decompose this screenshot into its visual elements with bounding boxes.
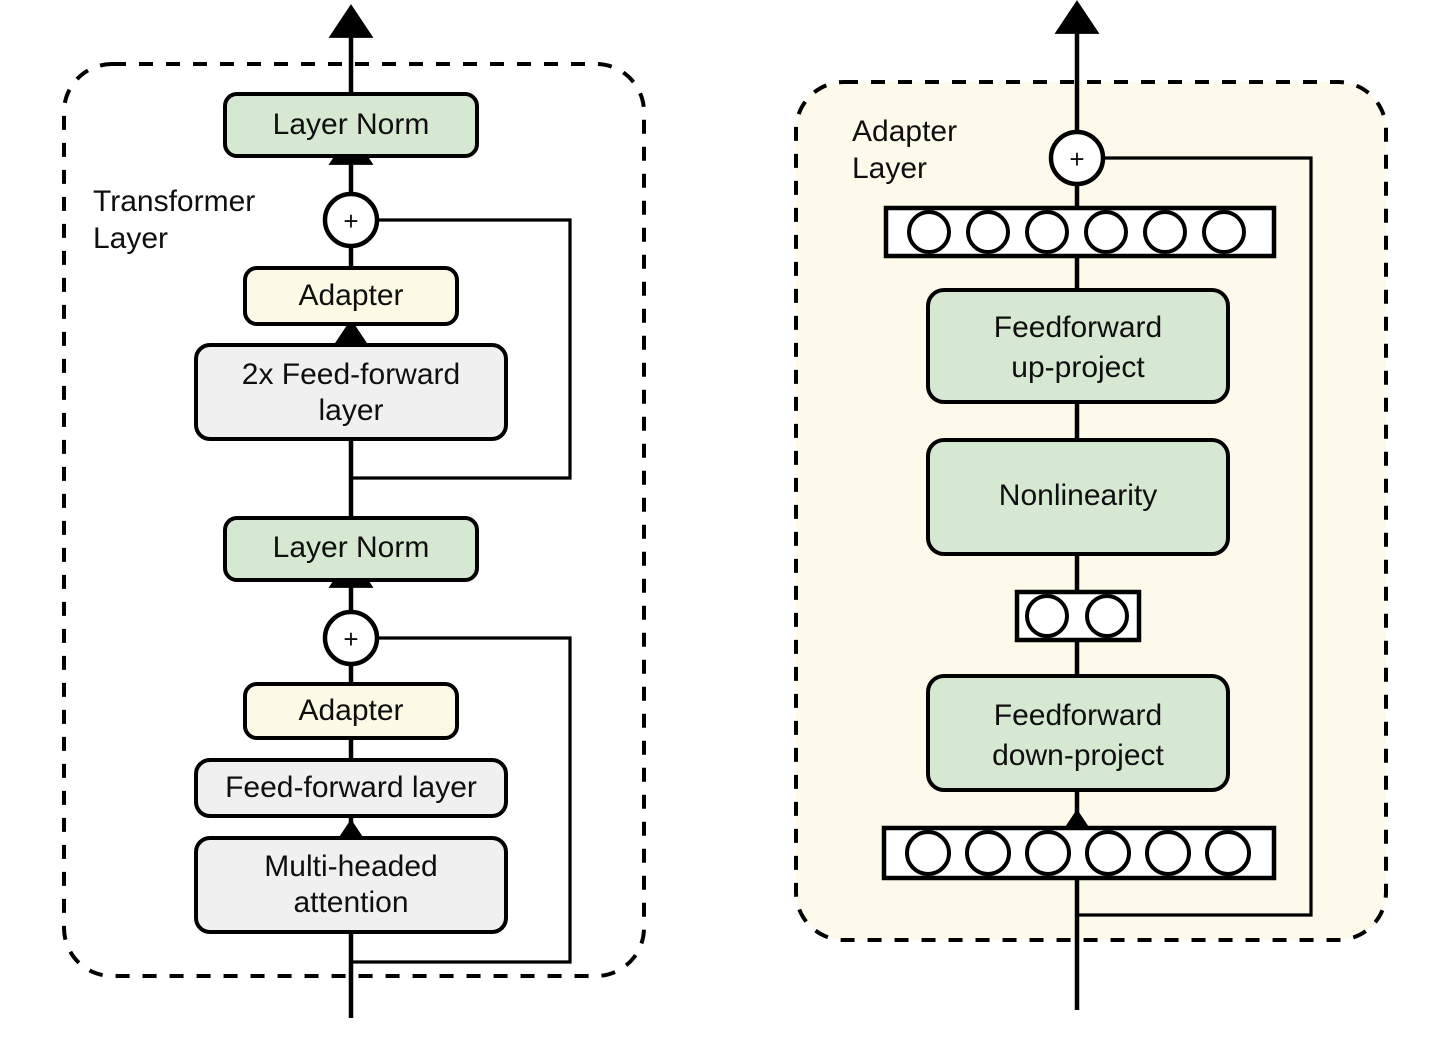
- layer-norm-mid-box: [223, 516, 479, 582]
- vector-output[interactable]: [883, 205, 1277, 259]
- nonlinearity-box: [926, 438, 1230, 556]
- ff-layer-label: Feed-forward layer: [225, 771, 477, 804]
- node-nonlinearity[interactable]: Nonlinearity: [926, 438, 1230, 556]
- output-unit-4: [1084, 210, 1128, 254]
- bottleneck-unit-1: [1025, 594, 1069, 638]
- adapter-top-label: Adapter: [298, 279, 403, 312]
- node-feedforward-down-project[interactable]: Feedforward down-project: [926, 674, 1230, 792]
- ff-down-project-label-line1: Feedforward: [994, 699, 1162, 732]
- ff-2x-label-line2: layer: [318, 394, 383, 427]
- node-multi-headed-attention[interactable]: Multi-headed attention: [194, 836, 508, 934]
- nonlinearity-label: Nonlinearity: [999, 479, 1157, 512]
- node-layer-norm-mid[interactable]: Layer Norm: [223, 516, 479, 582]
- bottleneck-unit-2: [1085, 594, 1129, 638]
- adapter-bottom-label: Adapter: [298, 694, 403, 727]
- add-bottom-circle: [322, 609, 380, 667]
- input-unit-5: [1145, 830, 1191, 876]
- add-top-symbol: +: [343, 206, 358, 236]
- adapter-residual-skip: [1077, 156, 1313, 917]
- operator-add-top[interactable]: +: [322, 191, 380, 249]
- residual-skip-bottom: [351, 636, 572, 964]
- multi-head-attn-label-line1: Multi-headed: [264, 850, 437, 883]
- input-unit-3: [1025, 830, 1071, 876]
- add-top-circle: [322, 191, 380, 249]
- input-unit-2: [965, 830, 1011, 876]
- ff-up-project-label-line1: Feedforward: [994, 311, 1162, 344]
- output-unit-5: [1143, 210, 1187, 254]
- vector-bottleneck[interactable]: [1014, 589, 1142, 643]
- multi-head-attn-label-line2: attention: [293, 886, 408, 919]
- adapter-layer-label-line1: Adapter: [852, 115, 957, 148]
- input-unit-6: [1205, 830, 1251, 876]
- residual-skip-top: [351, 218, 572, 480]
- node-adapter-bottom[interactable]: Adapter: [243, 682, 459, 740]
- transformer-layer-label-line2: Layer: [93, 222, 168, 255]
- ff-up-project-box: [926, 288, 1230, 404]
- left-panel-transformer-layer: Transformer Layer Layer Norm: [62, 4, 646, 1018]
- ff-down-project-box: [926, 674, 1230, 792]
- input-unit-4: [1085, 830, 1131, 876]
- node-2x-feed-forward-layer[interactable]: 2x Feed-forward layer: [194, 343, 508, 441]
- add-bottom-symbol: +: [343, 624, 358, 654]
- ff-up-project-label-line2: up-project: [1011, 351, 1145, 384]
- layer-norm-top-box: [223, 92, 479, 158]
- right-panel-adapter-layer: Adapter Layer: [794, 0, 1388, 1010]
- node-layer-norm-top[interactable]: Layer Norm: [223, 92, 479, 158]
- adapter-layer-label-line2: Layer: [852, 152, 927, 185]
- ff-layer-box: [194, 758, 508, 818]
- output-unit-3: [1025, 210, 1069, 254]
- node-feed-forward-layer[interactable]: Feed-forward layer: [194, 758, 508, 818]
- operator-add-adapter[interactable]: +: [1048, 129, 1106, 187]
- add-adapter-circle: [1048, 129, 1106, 187]
- output-unit-2: [966, 210, 1010, 254]
- ff-down-project-label-line2: down-project: [992, 739, 1164, 772]
- node-feedforward-up-project[interactable]: Feedforward up-project: [926, 288, 1230, 404]
- transformer-layer-label-line1: Transformer: [93, 185, 255, 218]
- add-adapter-symbol: +: [1069, 144, 1084, 174]
- node-adapter-top[interactable]: Adapter: [243, 266, 459, 326]
- adapter-top-box: [243, 266, 459, 326]
- operator-add-bottom[interactable]: +: [322, 609, 380, 667]
- input-unit-1: [905, 830, 951, 876]
- vector-input[interactable]: [881, 825, 1277, 881]
- ff-2x-box: [194, 343, 508, 441]
- output-unit-6: [1202, 210, 1246, 254]
- layer-norm-mid-label: Layer Norm: [273, 531, 430, 564]
- ff-2x-label-line1: 2x Feed-forward: [242, 358, 460, 391]
- adapter-bottom-box: [243, 682, 459, 740]
- layer-norm-top-label: Layer Norm: [273, 108, 430, 141]
- output-unit-1: [907, 210, 951, 254]
- multi-head-attn-box: [194, 836, 508, 934]
